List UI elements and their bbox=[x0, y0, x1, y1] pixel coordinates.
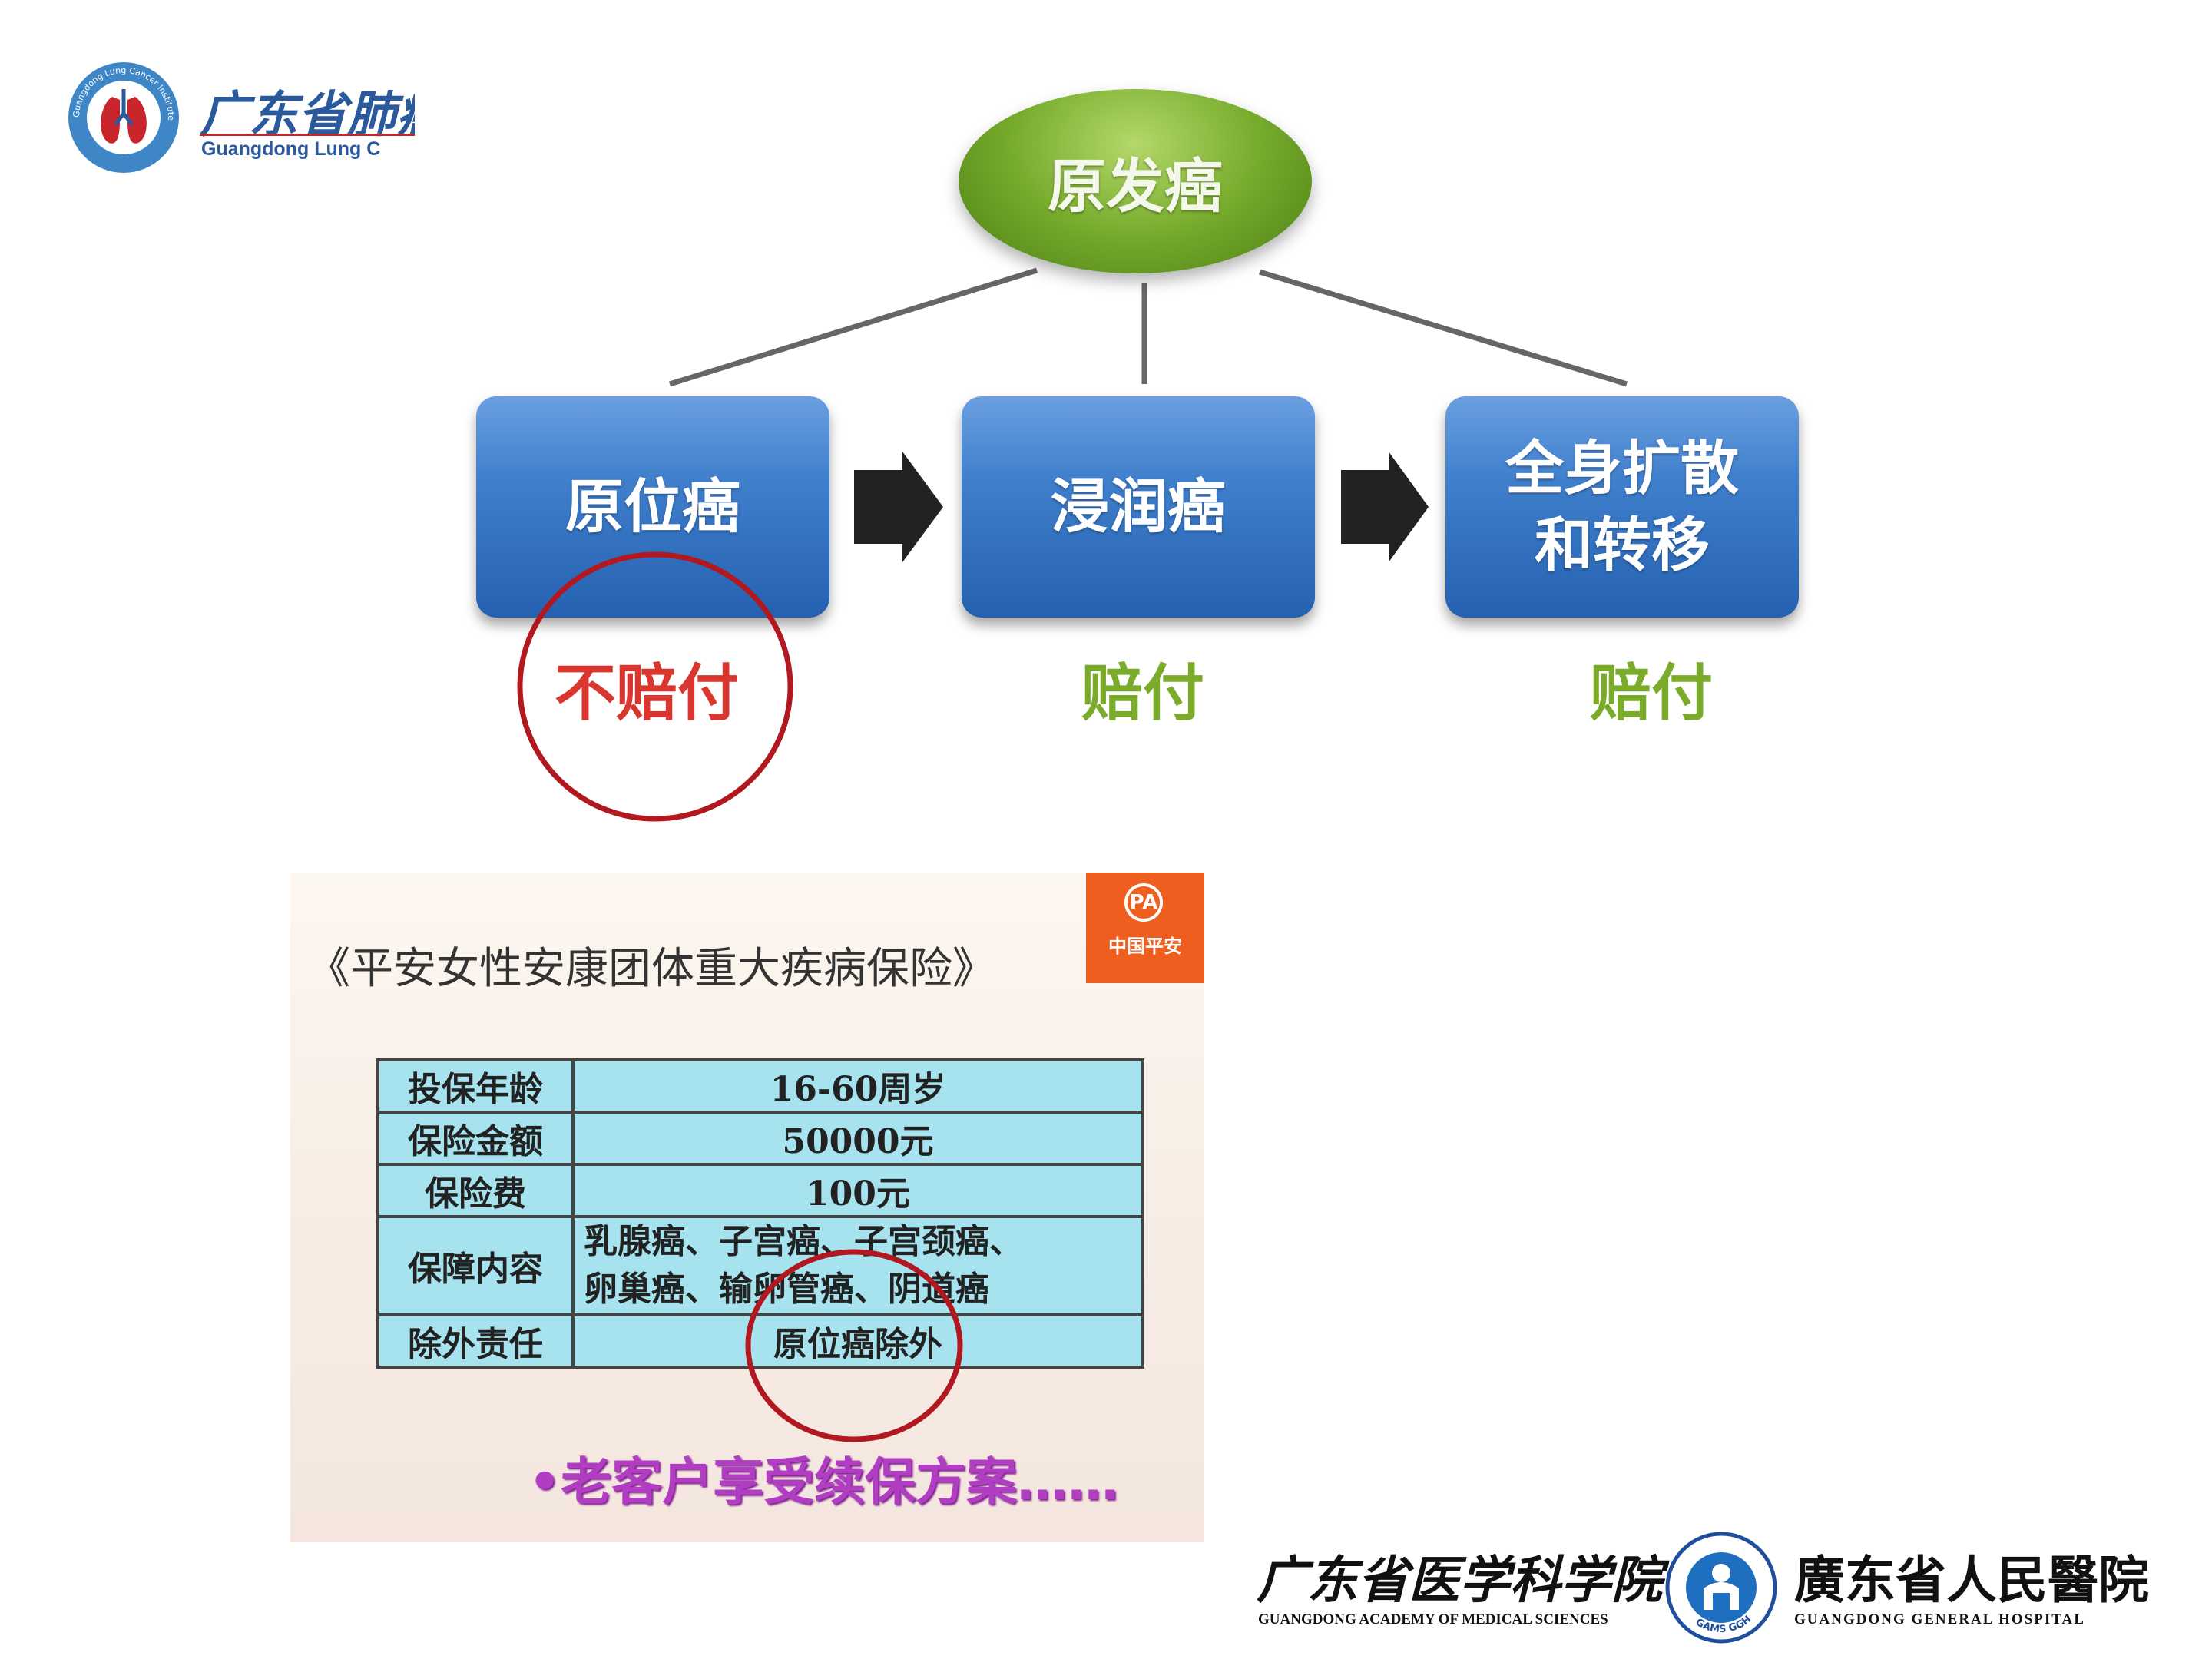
table-cell-key: 保障内容 bbox=[376, 1215, 575, 1316]
table-cell-key: 保险费 bbox=[376, 1163, 575, 1218]
insurance-title: 《平安女性安康团体重大疾病保险》 bbox=[307, 944, 995, 994]
table-row: 保险费 100元 bbox=[376, 1163, 1144, 1218]
table-row: 保险金额 50000元 bbox=[376, 1111, 1144, 1166]
table-cell-key: 投保年龄 bbox=[376, 1058, 575, 1114]
table-cell-value: 乳腺癌、子宫癌、子宫颈癌、 卵巢癌、输卵管癌、阴道癌 bbox=[571, 1215, 1144, 1316]
stage-invasive-label: 浸润癌 bbox=[1051, 472, 1226, 541]
stage-in-situ-label: 原位癌 bbox=[565, 472, 740, 541]
lung-institute-seal-icon: Guangdong Lung Cancer Institute bbox=[68, 62, 179, 173]
table-cell-value: 原位癌除外 bbox=[571, 1313, 1144, 1369]
diagram-graphics bbox=[668, 267, 1628, 562]
insurance-slide: 《平安女性安康团体重大疾病保险》 PA 中国平安 投保年龄 16-60周岁 保险… bbox=[290, 873, 1204, 1542]
lung-institute-name-en: Guangdong Lung C bbox=[201, 138, 381, 160]
table-row: 保障内容 乳腺癌、子宫癌、子宫颈癌、 卵巢癌、输卵管癌、阴道癌 bbox=[376, 1215, 1144, 1316]
lung-institute-logo: Guangdong Lung Cancer Institute 广东省肺癌 Gu… bbox=[61, 54, 415, 184]
ggh-name-cn: 廣东省人民醫院 bbox=[1794, 1550, 2149, 1610]
table-cell-key: 除外责任 bbox=[376, 1313, 575, 1369]
footer-logos: 广东省医学科学院 GUANGDONG ACADEMY OF MEDICAL SC… bbox=[1257, 1528, 2163, 1651]
ping-an-logo: PA 中国平安 bbox=[1086, 873, 1204, 983]
ping-an-mark-icon: PA bbox=[1124, 883, 1163, 922]
connector-line-right bbox=[1258, 269, 1628, 387]
insurance-terms-table: 投保年龄 16-60周岁 保险金额 50000元 保险费 100元 保障内容 乳… bbox=[376, 1058, 1144, 1369]
ggh-name-en: GUANGDONG GENERAL HOSPITAL bbox=[1794, 1611, 2085, 1628]
payout-label-invasive: 赔付 bbox=[1081, 657, 1204, 729]
ggh-seal-icon: GAMS GGH bbox=[1665, 1532, 1777, 1644]
stage-metastasis-label: 全身扩散和转移 bbox=[1505, 434, 1739, 579]
gams-name-cn: 广东省医学科学院 bbox=[1257, 1550, 1662, 1610]
table-cell-key: 保险金额 bbox=[376, 1111, 575, 1166]
logo-divider bbox=[200, 134, 415, 136]
table-row: 除外责任 原位癌除外 bbox=[376, 1313, 1144, 1369]
table-cell-value: 16-60周岁 bbox=[571, 1058, 1144, 1114]
stage-metastasis-box: 全身扩散和转移 bbox=[1445, 396, 1799, 618]
primary-cancer-node: 原发癌 bbox=[959, 89, 1312, 273]
arrow-right-icon bbox=[1341, 452, 1429, 562]
stage-invasive-box: 浸润癌 bbox=[962, 396, 1315, 618]
coverage-line-1: 乳腺癌、子宫癌、子宫颈癌、 bbox=[584, 1222, 1023, 1261]
table-cell-value: 100元 bbox=[571, 1163, 1144, 1218]
payout-label-in-situ: 不赔付 bbox=[555, 657, 739, 729]
connector-line-left bbox=[668, 267, 1038, 387]
payout-label-metastasis: 赔付 bbox=[1590, 657, 1713, 729]
arrow-right-icon bbox=[854, 452, 943, 562]
ping-an-name: 中国平安 bbox=[1108, 935, 1182, 957]
table-cell-value: 50000元 bbox=[571, 1111, 1144, 1166]
table-row: 投保年龄 16-60周岁 bbox=[376, 1058, 1144, 1114]
stage-in-situ-box: 原位癌 bbox=[476, 396, 830, 618]
renewal-note: •老客户享受续保方案…… bbox=[528, 1452, 1119, 1512]
coverage-line-2: 卵巢癌、输卵管癌、阴道癌 bbox=[584, 1270, 989, 1309]
gams-name-en: GUANGDONG ACADEMY OF MEDICAL SCIENCES bbox=[1258, 1611, 1608, 1628]
